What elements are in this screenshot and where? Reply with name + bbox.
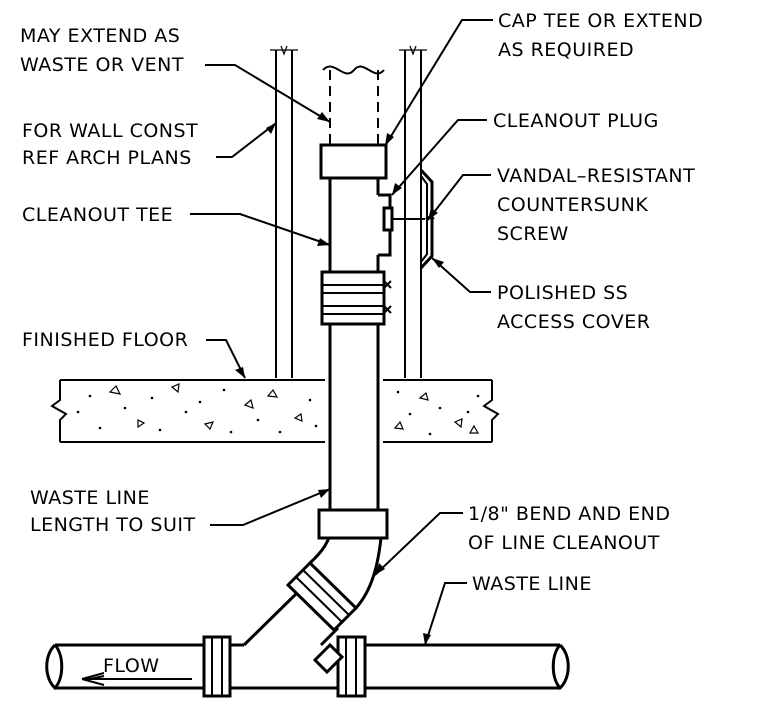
concrete-floor-slab <box>50 379 500 443</box>
wye-branch-and-bend <box>242 534 383 675</box>
label-waste-line-line2: LENGTH TO SUIT <box>30 514 196 536</box>
label-cleanout-plug: CLEANOUT PLUG <box>493 110 659 132</box>
callout-labels: MAY EXTEND AS WASTE OR VENT FOR WALL CON… <box>20 10 703 677</box>
label-cleanout-tee: CLEANOUT TEE <box>22 204 173 226</box>
leader-lines <box>81 19 493 686</box>
label-bend-line2: OF LINE CLEANOUT <box>468 532 660 554</box>
vertical-waste-stack <box>317 65 425 540</box>
label-flow: FLOW <box>103 655 160 677</box>
label-may-extend-line2: WASTE OR VENT <box>20 54 184 76</box>
label-cap-tee-line2: AS REQUIRED <box>498 39 634 61</box>
label-main-waste-line: WASTE LINE <box>472 573 592 595</box>
label-may-extend-line1: MAY EXTEND AS <box>20 25 180 47</box>
label-finished-floor: FINISHED FLOOR <box>22 329 188 351</box>
wall-right <box>399 45 427 378</box>
label-wall-const-line1: FOR WALL CONST <box>22 120 198 142</box>
label-bend-line1: 1/8" BEND AND END <box>468 503 671 525</box>
label-wall-const-line2: REF ARCH PLANS <box>22 147 192 169</box>
label-screw-line2: COUNTERSUNK <box>497 194 648 216</box>
label-access-cover-line1: POLISHED SS <box>497 282 628 304</box>
label-screw-line3: SCREW <box>497 223 569 245</box>
label-screw-line1: VANDAL–RESISTANT <box>497 165 695 187</box>
horizontal-waste-line-pipe <box>45 635 570 698</box>
wall-left <box>270 45 298 378</box>
label-cap-tee-line1: CAP TEE OR EXTEND <box>498 10 703 32</box>
label-access-cover-line2: ACCESS COVER <box>497 311 650 333</box>
label-waste-line-line1: WASTE LINE <box>30 487 150 509</box>
